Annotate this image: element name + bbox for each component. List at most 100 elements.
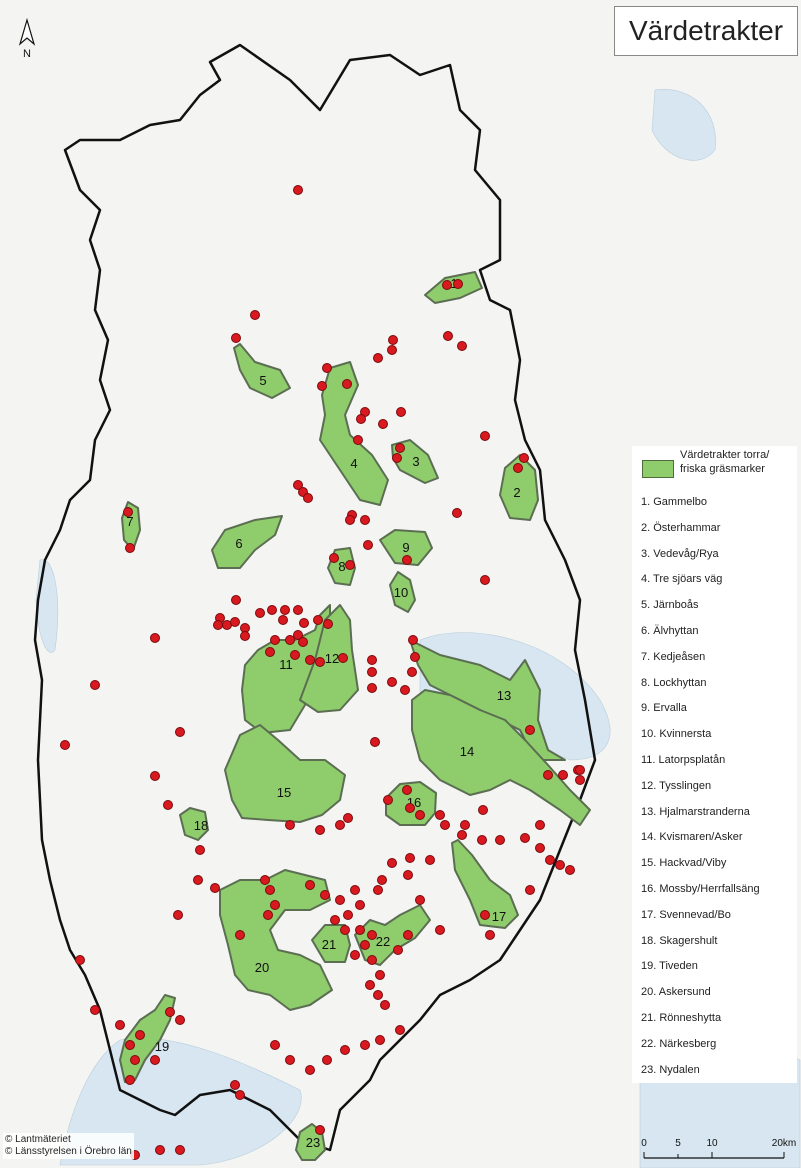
site-point — [115, 1020, 125, 1030]
legend-item: 16. Mossby/Herrfallsäng — [641, 882, 760, 895]
area-label-14: 14 — [460, 744, 474, 759]
site-point — [173, 910, 183, 920]
site-point — [90, 680, 100, 690]
site-point — [265, 885, 275, 895]
site-point — [330, 915, 340, 925]
site-point — [255, 608, 265, 618]
site-point — [270, 635, 280, 645]
site-point — [299, 618, 309, 628]
site-point — [278, 615, 288, 625]
site-point — [175, 1015, 185, 1025]
area-12 — [299, 604, 359, 713]
site-point — [90, 1005, 100, 1015]
area-label-13: 13 — [497, 688, 511, 703]
area-label-3: 3 — [412, 454, 419, 469]
site-point — [75, 955, 85, 965]
site-point — [565, 865, 575, 875]
site-point — [123, 507, 133, 517]
site-point — [150, 1055, 160, 1065]
legend-area-swatch — [642, 460, 674, 478]
site-point — [60, 740, 70, 750]
site-point — [395, 1025, 405, 1035]
legend-item: 6. Älvhyttan — [641, 624, 699, 637]
legend-swatch-row: Värdetrakter torra/ friska gräsmarker — [632, 446, 797, 490]
site-point — [329, 553, 339, 563]
area-label-10: 10 — [394, 585, 408, 600]
legend-item: 3. Vedevåg/Rya — [641, 547, 719, 560]
site-point — [442, 280, 452, 290]
site-point — [558, 770, 568, 780]
area-18 — [179, 807, 209, 841]
site-point — [375, 1035, 385, 1045]
site-point — [193, 875, 203, 885]
site-point — [367, 655, 377, 665]
site-point — [400, 685, 410, 695]
site-point — [303, 493, 313, 503]
site-point — [383, 795, 393, 805]
site-point — [457, 830, 467, 840]
area-17 — [451, 839, 519, 929]
area-4 — [319, 361, 389, 506]
credits: © Lantmäteriet © Länsstyrelsen i Örebro … — [3, 1133, 134, 1159]
site-point — [403, 870, 413, 880]
north-arrow-icon — [18, 17, 36, 46]
site-point — [340, 1045, 350, 1055]
site-point — [290, 650, 300, 660]
site-point — [365, 980, 375, 990]
site-point — [305, 655, 315, 665]
area-6 — [211, 515, 283, 569]
site-point — [230, 1080, 240, 1090]
legend-item: 22. Närkesberg — [641, 1037, 717, 1050]
site-point — [367, 930, 377, 940]
site-point — [520, 833, 530, 843]
site-point — [435, 925, 445, 935]
site-point — [535, 843, 545, 853]
legend-item: 21. Rönneshytta — [641, 1011, 722, 1024]
legend-list: 1. Gammelbo 2. Österhammar 3. Vedevåg/Ry… — [632, 490, 797, 1083]
area-5 — [233, 343, 291, 399]
site-point — [396, 407, 406, 417]
north-arrow: N — [18, 17, 36, 60]
site-point — [415, 810, 425, 820]
site-point — [408, 635, 418, 645]
site-point — [575, 765, 585, 775]
legend-item: 9. Ervalla — [641, 702, 687, 715]
site-point — [315, 1125, 325, 1135]
site-point — [377, 875, 387, 885]
map-title-box: Värdetrakter — [614, 6, 798, 56]
site-point — [373, 885, 383, 895]
area-label-21: 21 — [322, 937, 336, 952]
site-point — [519, 453, 529, 463]
site-point — [388, 335, 398, 345]
area-label-12: 12 — [325, 651, 339, 666]
area-1 — [424, 271, 483, 304]
legend-item: 18. Skagershult — [641, 934, 718, 947]
site-point — [387, 677, 397, 687]
site-point — [135, 1030, 145, 1040]
site-point — [338, 653, 348, 663]
area-label-20: 20 — [255, 960, 269, 975]
site-point — [415, 895, 425, 905]
site-point — [235, 930, 245, 940]
site-point — [387, 858, 397, 868]
site-point — [513, 463, 523, 473]
area-label-18: 18 — [194, 818, 208, 833]
site-point — [230, 617, 240, 627]
site-point — [320, 890, 330, 900]
legend-item: 17. Svennevad/Bo — [641, 908, 731, 921]
legend: Värdetrakter torra/ friska gräsmarker 1.… — [632, 446, 797, 1084]
site-point — [280, 605, 290, 615]
site-point — [313, 615, 323, 625]
site-point — [373, 353, 383, 363]
area-21 — [311, 924, 351, 963]
site-point — [210, 883, 220, 893]
site-point — [340, 925, 350, 935]
area-label-15: 15 — [277, 785, 291, 800]
site-point — [155, 1145, 165, 1155]
scale-label-10: 10 — [706, 1138, 718, 1149]
site-point — [231, 333, 241, 343]
site-point — [263, 910, 273, 920]
site-point — [322, 1055, 332, 1065]
site-point — [343, 910, 353, 920]
site-point — [213, 620, 223, 630]
